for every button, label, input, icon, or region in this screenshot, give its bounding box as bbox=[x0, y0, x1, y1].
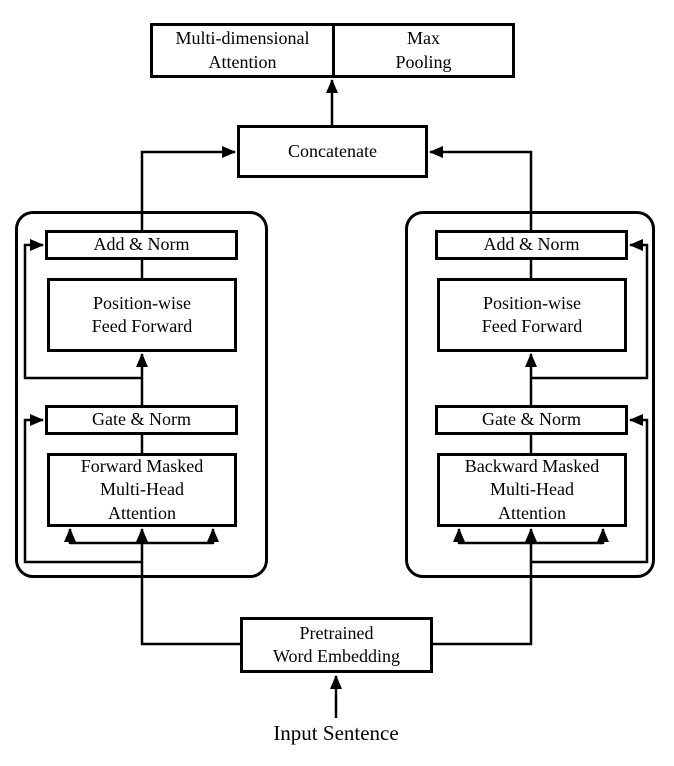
add-norm-label-right: Add & Norm bbox=[483, 234, 580, 255]
max-pooling-cell: Max Pooling bbox=[332, 26, 512, 75]
output-box: Multi-dimensional Attention Max Pooling bbox=[150, 23, 515, 78]
feed-forward-label-right-line2: Feed Forward bbox=[481, 316, 583, 336]
word-embedding-box: Pretrained Word Embedding bbox=[240, 617, 433, 673]
embedding-label-line1: Pretrained bbox=[299, 622, 374, 643]
backward-attention-label-line1: Backward Masked bbox=[464, 455, 600, 476]
max-pooling-label-line1: Max bbox=[407, 28, 440, 49]
feed-forward-label-left-line2: Feed Forward bbox=[91, 316, 193, 336]
forward-attention-label-line3: Attention bbox=[108, 502, 176, 523]
multi-dimensional-attention-label-line1: Multi-dimensional bbox=[175, 28, 310, 49]
add-norm-box-left: Add & Norm bbox=[45, 230, 238, 260]
backward-attention-label-line3: Attention bbox=[498, 502, 566, 523]
feed-forward-label-left-line1: Position-wise bbox=[92, 292, 191, 313]
gate-norm-box-right: Gate & Norm bbox=[435, 405, 628, 435]
gate-norm-label-right: Gate & Norm bbox=[482, 409, 581, 430]
gate-norm-box-left: Gate & Norm bbox=[45, 405, 238, 435]
backward-attention-label-line2: Multi-Head bbox=[490, 479, 574, 500]
max-pooling-label-line2: Pooling bbox=[395, 51, 452, 72]
multi-dimensional-attention-label-line2: Attention bbox=[208, 51, 277, 72]
feed-forward-box-right: Position-wise Feed Forward bbox=[437, 278, 627, 352]
backward-masked-attention-box: Backward Masked Multi-Head Attention bbox=[437, 453, 627, 527]
concatenate-box: Concatenate bbox=[237, 125, 428, 178]
add-norm-box-right: Add & Norm bbox=[435, 230, 628, 260]
feed-forward-label-right-line1: Position-wise bbox=[482, 292, 581, 313]
concatenate-label: Concatenate bbox=[288, 140, 377, 161]
embedding-label-line2: Word Embedding bbox=[272, 646, 401, 666]
feed-forward-box-left: Position-wise Feed Forward bbox=[47, 278, 237, 352]
forward-attention-label-line1: Forward Masked bbox=[80, 455, 204, 476]
forward-attention-label-line2: Multi-Head bbox=[100, 479, 184, 500]
multi-dimensional-attention-cell: Multi-dimensional Attention bbox=[153, 26, 332, 75]
input-sentence-label: Input Sentence bbox=[273, 721, 399, 745]
gate-norm-label-left: Gate & Norm bbox=[92, 409, 191, 430]
add-norm-label-left: Add & Norm bbox=[93, 234, 190, 255]
forward-masked-attention-box: Forward Masked Multi-Head Attention bbox=[47, 453, 237, 527]
